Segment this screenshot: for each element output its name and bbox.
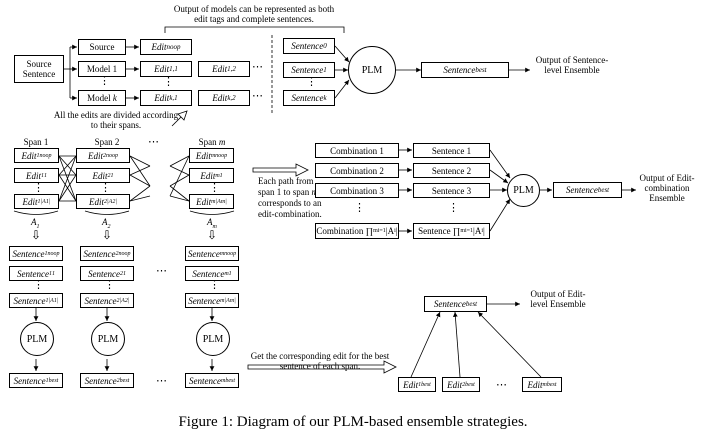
model-k-box: Model k (78, 90, 126, 106)
plm-circle-span-m: PLM (196, 322, 230, 356)
vertical-dots: ⋮ (209, 182, 220, 194)
source-sentence-box: Source Sentence (14, 55, 64, 83)
span-2-header: Span 2 (94, 137, 120, 147)
vertical-dots: ⋮ (354, 202, 365, 214)
vertical-dots: ⋮ (100, 182, 111, 194)
span-m-header: Span m (198, 137, 226, 147)
horizontal-dots: ⋯ (156, 375, 167, 387)
vertical-dots: ⋮ (306, 76, 317, 88)
combination-2-box: Combination 2 (315, 163, 399, 178)
sentence-level-output-label: Output of Sentence-level Ensemble (535, 55, 609, 75)
combination-3-box: Combination 3 (315, 183, 399, 198)
down-arrow-icon: ⇩ (31, 228, 42, 242)
down-arrow-icon: ⇩ (207, 228, 218, 242)
vertical-dots: ⋮ (448, 202, 459, 214)
horizontal-dots: ⋯ (252, 90, 263, 102)
edit-combination-output-label: Output of Edit-combination Ensemble (639, 173, 695, 203)
horizontal-dots: ⋯ (156, 265, 167, 277)
corresponding-note: Get the corresponding edit for the best … (250, 351, 390, 371)
divided-note: All the edits are divided according to t… (53, 110, 179, 130)
figure-caption: Figure 1: Diagram of our PLM-based ensem… (178, 414, 528, 430)
plm-circle-sentence-level: PLM (348, 46, 396, 94)
combination-1-box: Combination 1 (315, 143, 399, 158)
vertical-dots: ⋮ (99, 75, 110, 87)
source-model-box: Source (78, 39, 126, 55)
plm-circle-span-1: PLM (20, 322, 54, 356)
span-set-a1: A1 (31, 217, 40, 230)
span-1-header: Span 1 (23, 137, 49, 147)
horizontal-dots: ⋯ (496, 379, 507, 391)
edit-level-output-label: Output of Edit-level Ensemble (530, 289, 586, 309)
path-note: Each path from span 1 to span m correspo… (258, 176, 322, 219)
comb-sentence-2-box: Sentence 2 (413, 163, 490, 178)
vertical-dots: ⋮ (33, 182, 44, 194)
horizontal-dots: ⋯ (148, 136, 159, 148)
down-arrow-icon: ⇩ (102, 228, 113, 242)
model-1-box: Model 1 (78, 61, 126, 77)
plm-circle-span-2: PLM (91, 322, 125, 356)
horizontal-dots: ⋯ (252, 61, 263, 73)
comb-sentence-3-box: Sentence 3 (413, 183, 490, 198)
plm-circle-edit-combination: PLM (507, 174, 540, 207)
span-set-a2: A2 (102, 217, 111, 230)
span-set-am: Am (207, 217, 217, 230)
vertical-dots: ⋮ (33, 279, 44, 291)
vertical-dots: ⋮ (209, 279, 220, 291)
vertical-dots: ⋮ (163, 76, 174, 88)
vertical-dots: ⋮ (104, 279, 115, 291)
comb-sentence-1-box: Sentence 1 (413, 143, 490, 158)
top-note: Output of models can be represented as b… (173, 4, 335, 24)
